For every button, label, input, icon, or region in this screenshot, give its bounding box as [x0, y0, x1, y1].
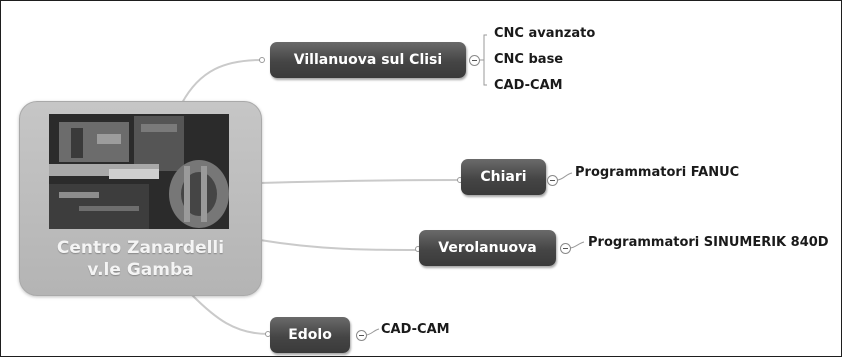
subtopic-programmatori-fanuc[interactable]: Programmatori FANUC [575, 165, 740, 180]
link-edolo [191, 294, 269, 335]
link-villanuova [181, 59, 263, 104]
subtopic-cnc-base[interactable]: CNC base [494, 52, 564, 67]
central-title-line1: Centro Zanardelli [56, 238, 225, 258]
dot-villanuova [259, 57, 265, 63]
sub-link-edolo [365, 328, 380, 336]
central-title: Centro Zanardelli v.le Gamba [20, 237, 261, 281]
collapse-chiari-icon[interactable] [547, 175, 558, 186]
collapse-villanuova-icon[interactable] [469, 55, 480, 66]
subtopic-programmatori-sinumerik[interactable]: Programmatori SINUMERIK 840D [588, 235, 829, 250]
machine-photo [49, 114, 229, 229]
collapse-verolanuova-icon[interactable] [560, 243, 571, 254]
topic-chiari[interactable]: Chiari [461, 159, 546, 195]
subtopic-cad-cam-villanuova[interactable]: CAD-CAM [494, 78, 563, 93]
lathe-illustration [49, 114, 229, 229]
central-topic[interactable]: Centro Zanardelli v.le Gamba [19, 101, 262, 296]
link-verolanuova [259, 239, 419, 251]
link-chiari [259, 179, 461, 184]
topic-villanuova[interactable]: Villanuova sul Clisi [270, 42, 466, 78]
topic-verolanuova[interactable]: Verolanuova [419, 230, 556, 266]
collapse-edolo-icon[interactable] [356, 330, 367, 341]
subtopic-cnc-avanzato[interactable]: CNC avanzato [494, 26, 596, 41]
subtopic-cad-cam-edolo[interactable]: CAD-CAM [381, 322, 450, 337]
sub-link-verolanuova [569, 241, 585, 249]
central-title-line2: v.le Gamba [87, 260, 194, 280]
sub-link-chiari [556, 172, 573, 181]
topic-edolo[interactable]: Edolo [270, 317, 350, 353]
